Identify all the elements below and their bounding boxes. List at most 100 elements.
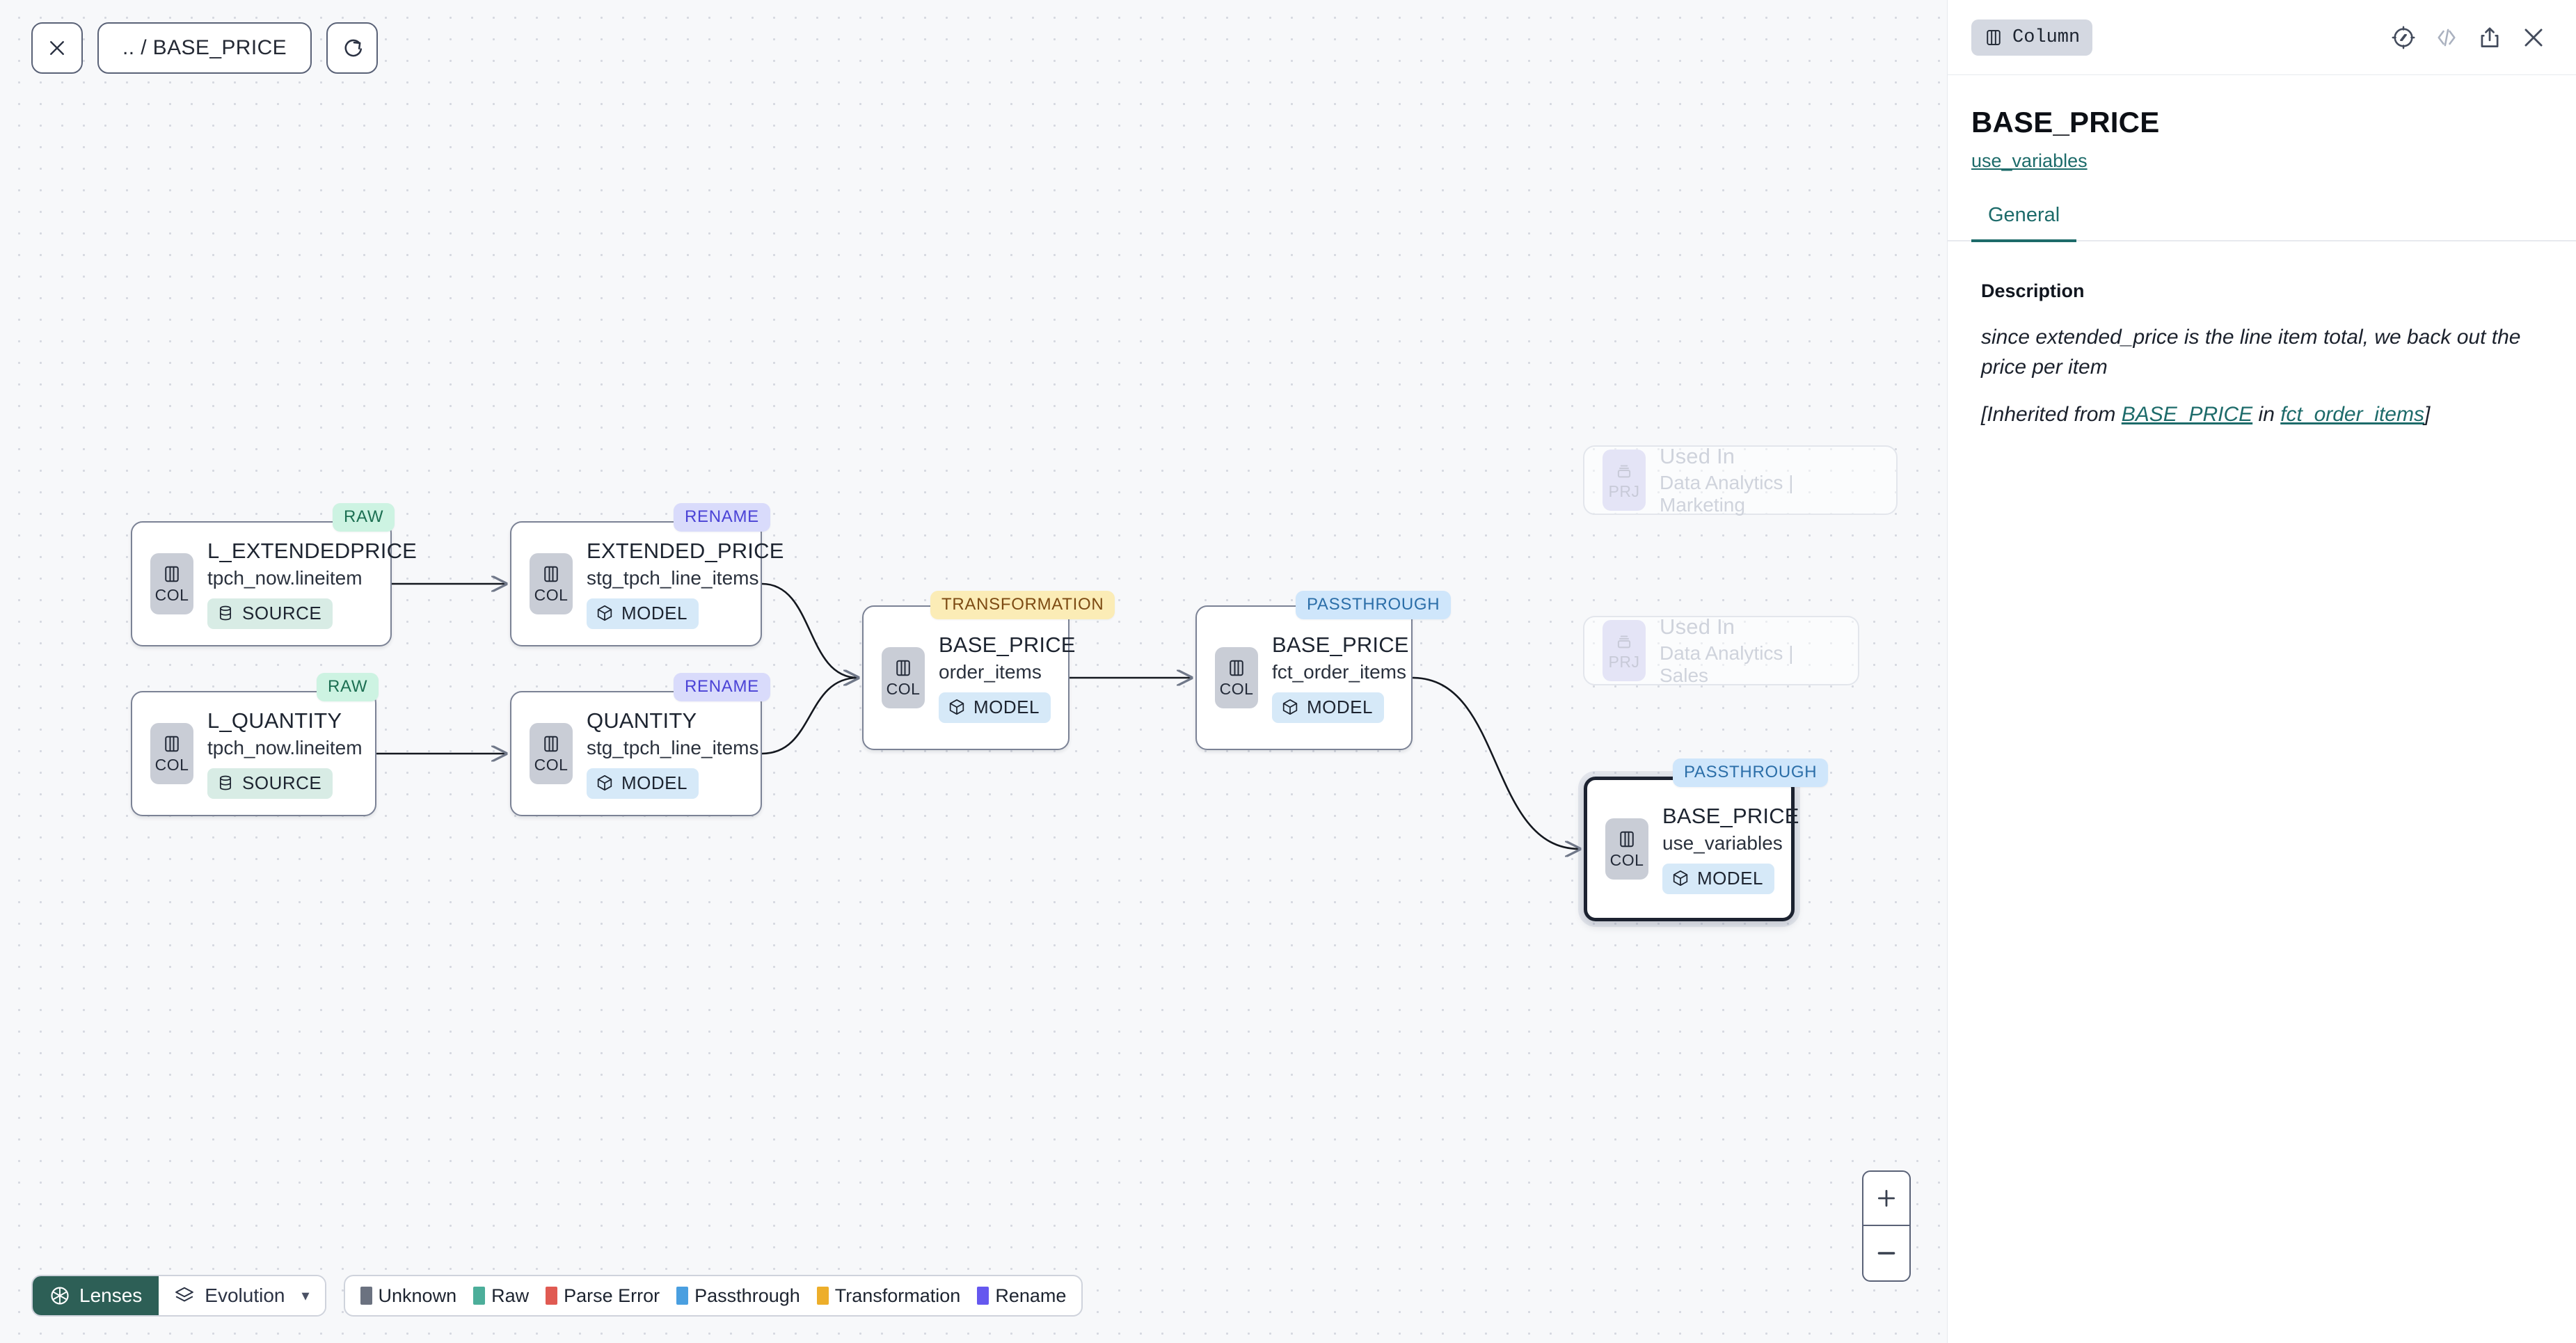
- zoom-out-button[interactable]: [1863, 1226, 1909, 1280]
- node-subtitle: tpch_now.lineitem: [207, 566, 363, 589]
- entity-kind-label: Column: [2012, 26, 2081, 48]
- node-title: L_EXTENDEDPRICE: [207, 539, 418, 564]
- model-link[interactable]: use_variables: [1971, 150, 2088, 171]
- lineage-badge-ren: RENAME: [674, 503, 770, 532]
- page-title: BASE_PRICE: [1971, 106, 2160, 138]
- inherited-suffix: ]: [2424, 403, 2431, 427]
- details-panel: Column: [1947, 0, 2576, 1343]
- legend-label: Raw: [491, 1285, 530, 1306]
- materialization-chip: MODEL: [939, 692, 1051, 723]
- node-subtitle: tpch_now.lineitem: [207, 736, 363, 758]
- legend-label: Rename: [995, 1285, 1067, 1306]
- node-subtitle: stg_tpch_line_items: [587, 566, 759, 589]
- share-icon: [2481, 26, 2499, 47]
- layers-icon: [175, 1287, 194, 1302]
- cube-icon: [949, 699, 964, 715]
- node-subtitle: use_variables: [1662, 832, 1783, 854]
- close-icon: [50, 41, 64, 55]
- materialization-label: MODEL: [1307, 696, 1373, 717]
- panel-header: Column: [1948, 0, 2576, 75]
- breadcrumb-label: .. / BASE_PRICE: [122, 36, 287, 59]
- node-subtitle: stg_tpch_line_items: [587, 736, 759, 758]
- legend-label: Parse Error: [564, 1285, 660, 1306]
- lenses-control-group: Lenses Evolution ▾: [31, 1275, 326, 1317]
- legend-label: Unknown: [378, 1285, 457, 1306]
- node-title: Used In: [1660, 443, 1735, 468]
- code-icon: [2438, 29, 2456, 46]
- evolution-label: Evolution: [205, 1285, 285, 1306]
- legend-item[interactable]: Unknown: [360, 1285, 457, 1307]
- close-icon: [2525, 28, 2543, 47]
- entity-type-label: COL: [1609, 850, 1644, 869]
- column-icon: [165, 736, 179, 752]
- lineage-edge: [761, 678, 858, 755]
- legend-item[interactable]: Passthrough: [676, 1285, 800, 1307]
- breadcrumb-button[interactable]: .. / BASE_PRICE: [97, 22, 312, 74]
- entity-type-chip: COL: [150, 723, 193, 784]
- legend-item[interactable]: Parse Error: [546, 1285, 660, 1307]
- bottom-toolbar: Lenses Evolution ▾ Unknown Raw Parse Error…: [31, 1275, 1083, 1317]
- lineage-badge-raw: RAW: [317, 673, 379, 701]
- code-button[interactable]: [2434, 25, 2459, 50]
- tab-general[interactable]: General: [1971, 204, 2077, 242]
- entity-type-chip: COL: [530, 723, 573, 784]
- entity-type-chip: COL: [150, 553, 193, 614]
- description-section: Description since extended_price is the …: [1948, 241, 2576, 430]
- share-button[interactable]: [2477, 25, 2502, 50]
- entity-type-label: COL: [1219, 679, 1254, 698]
- inherited-model-link[interactable]: fct_order_items: [2280, 403, 2424, 427]
- legend-swatch: [977, 1287, 989, 1305]
- entity-type-label: COL: [534, 755, 569, 774]
- column-icon: [1230, 660, 1243, 676]
- project-icon: [1617, 635, 1631, 648]
- entity-type-label: COL: [154, 585, 189, 604]
- cube-icon: [1673, 871, 1688, 887]
- entity-type-chip: COL: [882, 647, 925, 708]
- lineage-badge-pst: PASSTHROUGH: [1296, 591, 1452, 619]
- close-panel-button[interactable]: [2520, 24, 2547, 51]
- evolution-dropdown[interactable]: Evolution ▾: [159, 1276, 325, 1315]
- materialization-chip: MODEL: [587, 768, 699, 799]
- lineage-edge: [1412, 676, 1580, 849]
- node-subtitle: order_items: [939, 660, 1042, 683]
- node-title: BASE_PRICE: [939, 633, 1076, 658]
- legend-swatch: [676, 1287, 689, 1305]
- panel-actions: [2391, 24, 2547, 51]
- entity-type-label: PRJ: [1608, 482, 1640, 500]
- close-button[interactable]: [31, 22, 83, 74]
- explore-button[interactable]: [2391, 25, 2416, 50]
- refresh-button[interactable]: [326, 22, 379, 74]
- chevron-down-icon: ▾: [301, 1287, 310, 1304]
- entity-type-chip: COL: [1605, 818, 1648, 880]
- legend-item[interactable]: Transformation: [816, 1285, 960, 1307]
- column-icon: [896, 660, 910, 676]
- inherited-prefix: [Inherited from: [1981, 403, 2122, 427]
- lenses-button[interactable]: Lenses: [33, 1276, 159, 1315]
- legend-item[interactable]: Rename: [977, 1285, 1066, 1307]
- entity-type-label: COL: [886, 679, 921, 698]
- plus-icon: [1877, 1189, 1895, 1207]
- materialization-chip: SOURCE: [207, 598, 333, 629]
- lineage-badge-trn: TRANSFORMATION: [930, 591, 1115, 619]
- database-icon: [219, 776, 232, 790]
- description-heading: Description: [1981, 280, 2085, 301]
- entity-type-label: COL: [534, 585, 569, 604]
- zoom-in-button[interactable]: [1863, 1172, 1909, 1226]
- entity-type-chip: COL: [530, 553, 573, 614]
- explore-icon: [2392, 26, 2415, 49]
- inherited-column-link[interactable]: BASE_PRICE: [2121, 403, 2253, 427]
- entity-type-label: PRJ: [1608, 652, 1640, 671]
- cube-icon: [597, 775, 612, 791]
- legend-item[interactable]: Raw: [473, 1285, 529, 1307]
- node-title: BASE_PRICE: [1272, 633, 1409, 658]
